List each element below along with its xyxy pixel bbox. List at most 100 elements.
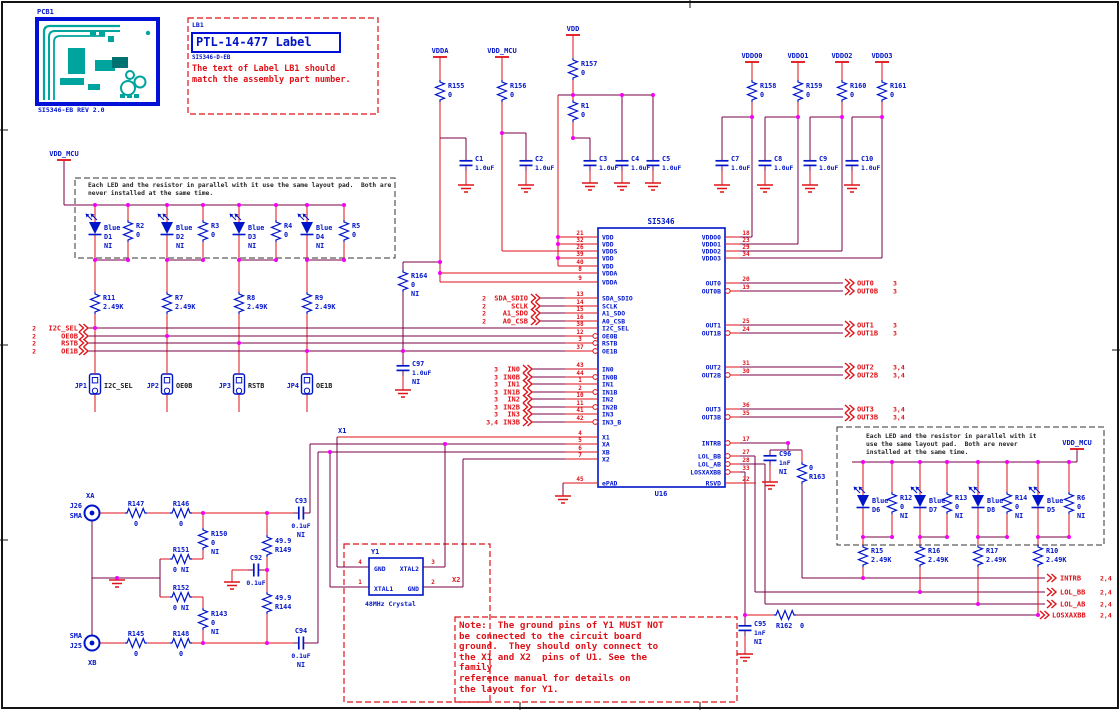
pcb-copper: [120, 94, 125, 98]
jumper-ref: JP3: [219, 382, 231, 390]
pcb-copper: [127, 94, 132, 98]
component-value: 1.0uF: [819, 164, 838, 172]
connector-ref: J25: [70, 642, 82, 650]
page-ref: 2,4: [1100, 589, 1112, 597]
led-icon: [89, 222, 101, 234]
led-arrow-icon: [1033, 486, 1038, 491]
page-ref: 2: [32, 325, 36, 333]
junction-dot: [201, 641, 205, 645]
pin-name: OUT1B: [702, 329, 721, 337]
resistor-icon: [1031, 545, 1045, 567]
component-ref: R14: [1015, 494, 1027, 502]
pcb-copper: [68, 48, 85, 74]
junction-dot: [305, 258, 309, 262]
offpage-net-label: OUT0: [857, 280, 874, 288]
junction-dot: [201, 258, 205, 262]
pin-number: 3: [431, 559, 435, 566]
active-low-bubble-icon: [724, 372, 731, 378]
y1-note-line: reference manual for details on: [459, 673, 631, 684]
jumper-JP2: [160, 373, 174, 395]
component-value: 0: [134, 650, 138, 658]
offpage-net-label: OUT0B: [857, 288, 878, 296]
page-ref: 3: [494, 411, 498, 419]
component-value: 0: [955, 503, 959, 511]
led-color-label: Blue: [176, 224, 192, 232]
resistor-icon: [196, 528, 210, 550]
pin-name: OUT0B: [702, 287, 721, 295]
component-ref: R15: [871, 547, 883, 555]
junction-dot: [1067, 535, 1071, 539]
led-arrow-icon: [297, 213, 302, 218]
active-low-bubble-icon: [724, 440, 731, 446]
jumper-pin2-icon: [235, 387, 243, 394]
pin-number: 22: [742, 476, 750, 483]
component-value: 0: [179, 650, 183, 658]
pin-number: 30: [742, 368, 750, 375]
pin-number: 39: [576, 251, 584, 258]
resistor-icon: [940, 492, 954, 514]
offpage-net-label: IN1B: [503, 389, 520, 397]
junction-dot: [861, 460, 865, 464]
pin-number: 2: [578, 385, 582, 392]
component-ref: C7: [731, 155, 739, 163]
component-value: 0: [800, 622, 804, 630]
pin-number: 1: [358, 579, 362, 586]
led-icon: [161, 222, 173, 234]
led-note-left-line: never installed at the same time.: [88, 190, 214, 197]
net-label-X2: X2: [452, 576, 460, 584]
junction-dot: [890, 535, 894, 539]
component-value: 0: [760, 91, 764, 99]
pin-name: VDDO1: [702, 240, 721, 248]
jumper-pin2-icon: [91, 387, 99, 394]
offpage-net-label: OUT3: [857, 406, 874, 414]
pin-name: VDD: [602, 254, 614, 262]
pin-number: 29: [742, 244, 750, 251]
pin-name: OUT0: [706, 279, 722, 287]
component-ref: C93: [295, 497, 307, 505]
y1-note-line: ground. They should only connect to: [459, 641, 659, 653]
resistor-icon: [885, 492, 899, 514]
component-value: 1.0uF: [631, 164, 650, 172]
junction-dot: [305, 203, 309, 207]
offpage-net-label: IN2B: [503, 404, 520, 412]
led-arrow-icon: [157, 213, 162, 218]
component-value: R144: [275, 603, 291, 611]
resistor-icon: [269, 220, 283, 242]
jumper-pin2-icon: [163, 387, 171, 394]
pin-number: 11: [576, 400, 584, 407]
jumper-pin2-icon: [303, 387, 311, 394]
component-ref: C2: [535, 155, 543, 163]
pin-name: A0_CSB: [602, 317, 625, 325]
pin-name: IN2B: [602, 403, 618, 411]
component-value: 2.49K: [175, 303, 196, 311]
pin-name: OUT3: [706, 405, 722, 413]
led-arrow-icon: [968, 486, 973, 491]
pcb-trace: [53, 35, 105, 100]
component-value: 1.0uF: [731, 164, 750, 172]
offpage-net-label: OUT1B: [857, 330, 878, 338]
junction-dot: [342, 203, 346, 207]
page-ref: 3: [893, 330, 897, 338]
component-value: 0.1uF: [291, 522, 310, 530]
component-ref: R4: [284, 222, 292, 230]
led-arrow-icon: [162, 213, 167, 218]
offpage-connector-icon: [844, 328, 856, 338]
component-ref: R164: [411, 272, 427, 280]
component-ref: C92: [250, 554, 262, 562]
component-ref: C9: [819, 155, 827, 163]
offpage-connector-icon: [78, 346, 90, 356]
pin-name: INTRB: [702, 439, 721, 447]
offpage-connector-icon: [78, 338, 90, 348]
junction-dot: [880, 115, 884, 119]
offpage-connector-icon: [530, 301, 542, 311]
junction-dot: [328, 450, 332, 454]
crystal-pin-label: XTAL2: [400, 565, 419, 573]
pin-number: 16: [576, 314, 584, 321]
component-ref: R8: [247, 294, 255, 302]
component-ref: R155: [448, 82, 464, 90]
component-ref: C5: [662, 155, 670, 163]
junction-dot: [265, 511, 269, 515]
offpage-net-label: OUT3B: [857, 414, 878, 422]
